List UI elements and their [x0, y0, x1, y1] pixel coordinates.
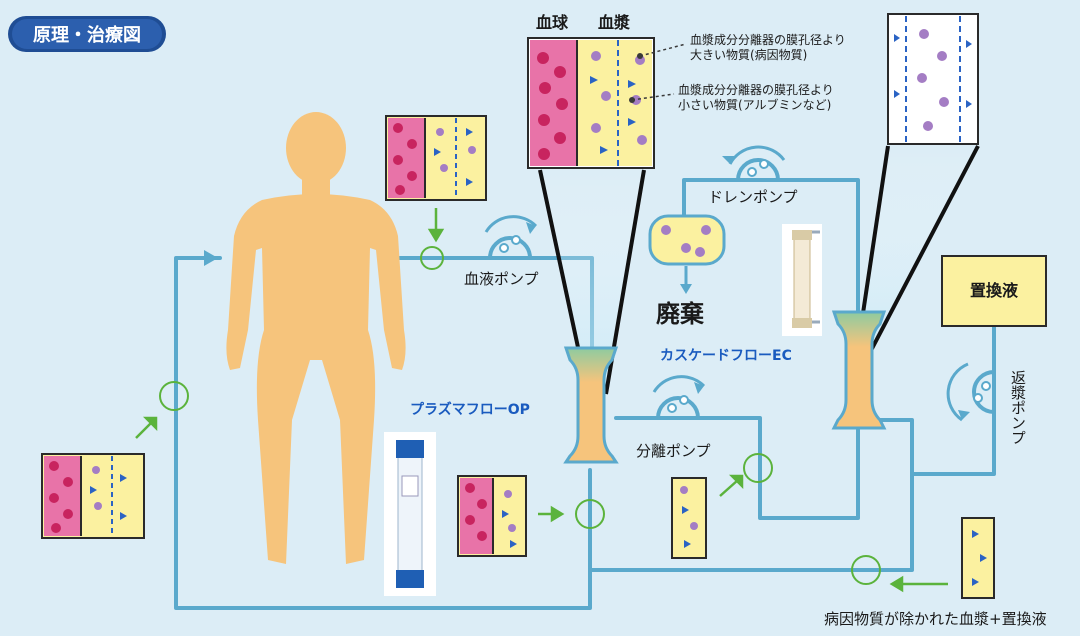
- plasmaflo-product-image: [384, 432, 436, 596]
- label-bottom-caption: 病因物質が除かれた血漿+置換液: [824, 610, 1047, 628]
- label-replacement-fluid: 置換液: [970, 281, 1019, 300]
- sample-window-5: [961, 517, 995, 599]
- title-badge: 原理・治療図: [8, 16, 166, 52]
- label-separation-pump: 分離ポンプ: [636, 442, 711, 460]
- sample-window-4: [671, 477, 707, 559]
- page-title: 原理・治療図: [33, 24, 141, 46]
- legend-large: 血漿成分分離器の膜孔径より 大きい物質(病因物質): [690, 32, 850, 62]
- label-blood-cells: 血球: [536, 13, 569, 32]
- label-plasma: 血漿: [598, 13, 631, 32]
- replacement-fluid-box: [941, 255, 1047, 327]
- sample-window-1: [385, 115, 487, 201]
- label-waste: 廃棄: [656, 300, 705, 328]
- sample-window-2: [41, 453, 145, 539]
- flow-arrow-in: [204, 250, 218, 266]
- patient-body: [226, 112, 406, 564]
- return-pump: [946, 362, 995, 422]
- legend-large-line2: 大きい物質(病因物質): [690, 47, 807, 62]
- label-blood-pump: 血液ポンプ: [464, 270, 539, 288]
- cascadeflow-filter: [831, 310, 887, 430]
- plasmaflo-filter: [563, 346, 619, 464]
- label-drain-pump: ドレンポンプ: [708, 188, 798, 206]
- cascadeflow-product-image: [782, 224, 822, 336]
- sample-window-3: [457, 475, 527, 557]
- legend-small: 血漿成分分離器の膜孔径より 小さい物質(アルブミンなど): [678, 82, 838, 112]
- waste-container: [648, 214, 726, 294]
- sample-points: [159, 246, 881, 585]
- blood-pump: [484, 215, 538, 259]
- separation-pump: [652, 375, 706, 419]
- detail-window-main: [527, 37, 655, 169]
- label-plasmaflo: プラズマフローOP: [410, 401, 530, 418]
- label-return-pump: 返漿ポンプ: [1009, 370, 1027, 445]
- label-cascadeflow: カスケードフローEC: [660, 348, 792, 364]
- detail-window-cascade: [887, 13, 979, 145]
- drain-pump: [722, 145, 786, 181]
- green-arrows: [135, 208, 948, 593]
- legend-large-line1: 血漿成分分離器の膜孔径より: [690, 32, 846, 47]
